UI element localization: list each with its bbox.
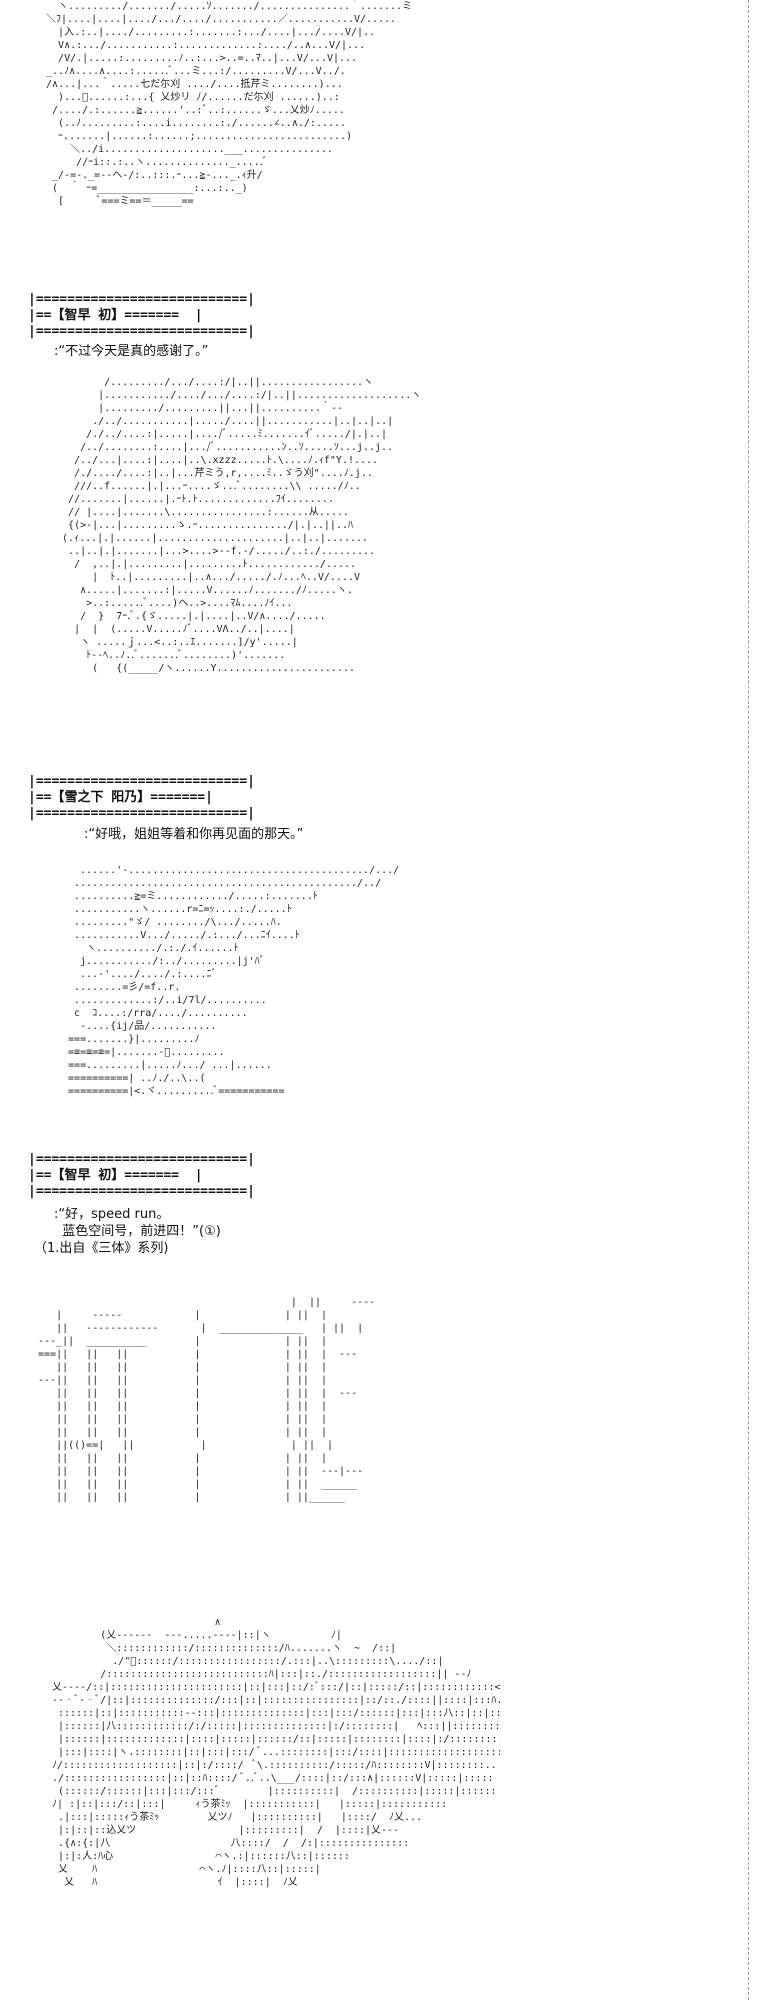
speaker-box-haruno: |===========================| |==【雪之下 阳乃…	[28, 774, 255, 821]
ascii-art-chihaya-2: ......'‐................................…	[68, 865, 400, 1097]
scroll-guide-line	[748, 0, 749, 2000]
speaker-box-chihaya-2: |===========================| |==【智早 初】=…	[28, 1152, 255, 1199]
footnote: （1.出自《三体》系列)	[34, 1241, 169, 1256]
dialogue-haruno: :“好哦，姐姐等着和你再见面的那天。”	[84, 827, 304, 842]
dialogue-chihaya-2: :“好，speed run。 蓝色空间号，前进四！”(①)	[54, 1207, 221, 1239]
ascii-art-corridor: | || ‐‐‐‐ | ‐‐‐‐‐ | | || | || ‐‐‐‐‐‐‐‐‐‐…	[38, 1297, 376, 1503]
ascii-art-haruno: /........./.../....:/|..||..............…	[62, 377, 422, 674]
dialogue-chihaya-1: :“不过今天是真的感谢了。”	[54, 344, 209, 359]
speaker-box-chihaya-1: |===========================| |==【智早 初】=…	[28, 292, 255, 339]
ascii-art-chihaya-1: ヽ........./......./.....ｿ......./.......…	[46, 1, 413, 207]
ascii-art-character-final: ∧ (乂‐‐‐‐‐‐ ‐‐‐.....‐‐‐‐|::|ヽ ﾉ| ＼:::::::…	[52, 1617, 500, 1888]
